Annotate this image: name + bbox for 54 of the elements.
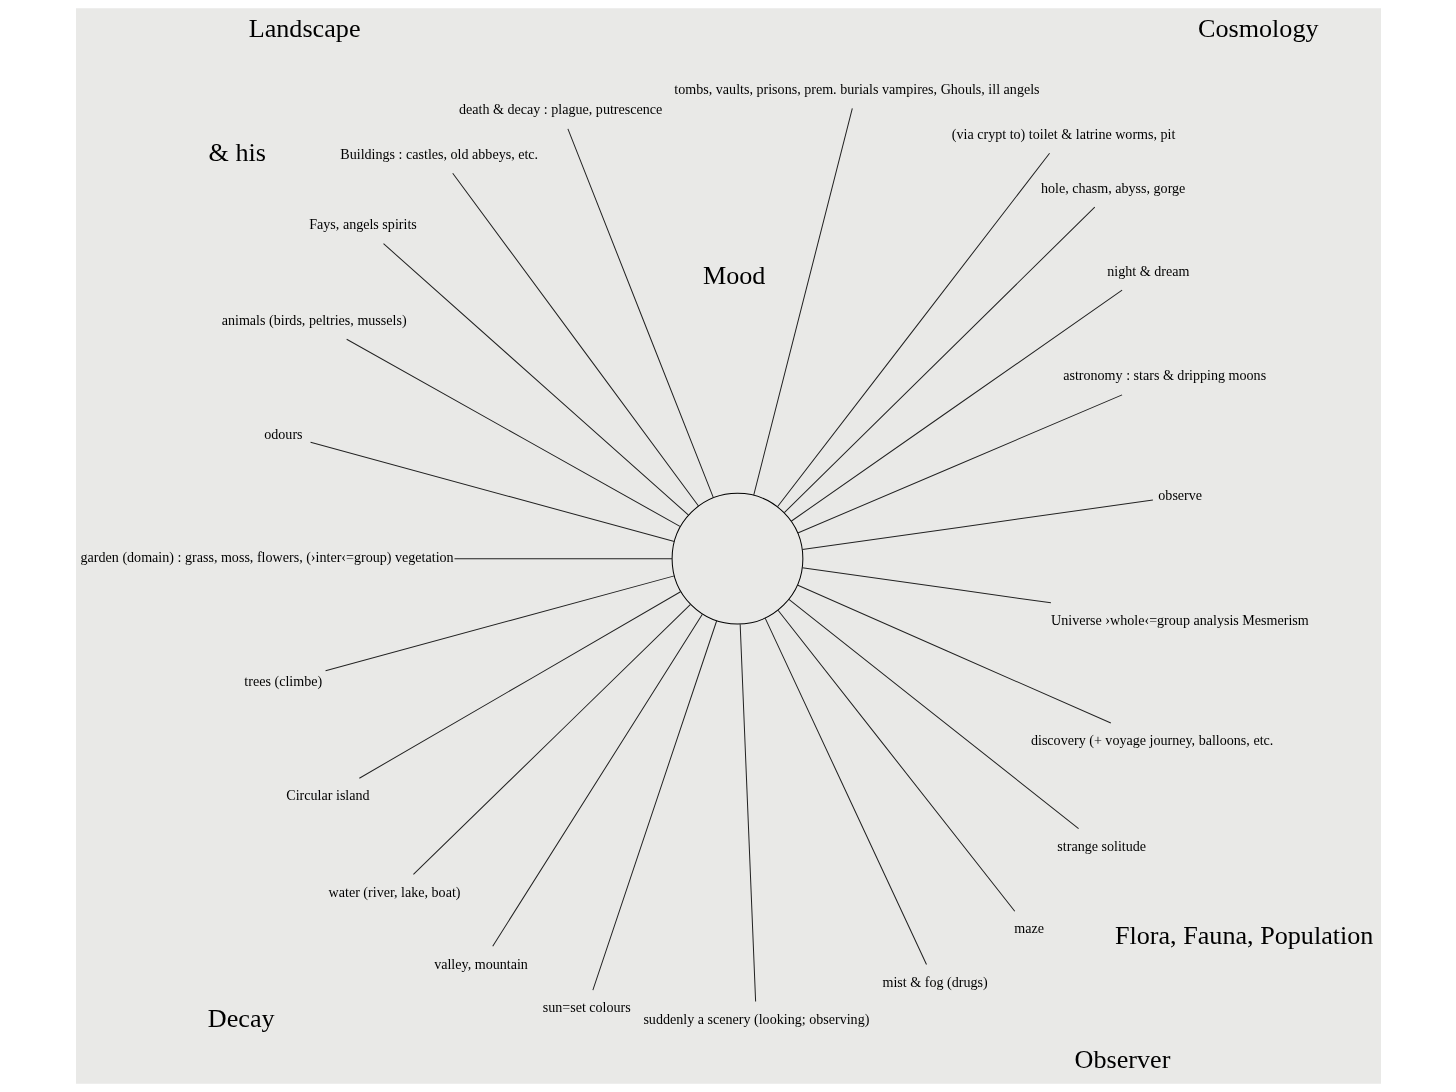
connector: [591, 620, 717, 991]
connector: [309, 441, 675, 542]
connector: [783, 206, 1095, 514]
connector: [764, 617, 927, 965]
connector: [801, 567, 1051, 604]
connector: [801, 499, 1153, 551]
connector: [358, 591, 681, 779]
connector: [787, 598, 1079, 830]
connector: [777, 609, 1015, 912]
node-circle: [671, 492, 803, 625]
node-text: suddenly a scenery (looking; observing): [642, 1010, 869, 1027]
node-text: water (river, lake, boat): [328, 883, 461, 900]
label: Landscape: [248, 13, 361, 43]
node-text: maze: [1013, 920, 1044, 937]
connector: [739, 623, 756, 1003]
connector: [790, 289, 1123, 522]
node-text: Buildings : castles, old abbeys, etc.: [339, 145, 538, 162]
node-text: night & dream: [1106, 262, 1189, 279]
node-text: strange solitude: [1056, 837, 1146, 854]
label: & his: [208, 137, 266, 167]
label: Cosmology: [1197, 13, 1319, 43]
connector: [324, 575, 675, 672]
connector: [451, 172, 699, 507]
node-text: observe: [1157, 486, 1202, 503]
node-text: discovery (+ voyage journey, balloons, etc.: [1030, 731, 1273, 748]
label: Flora, Fauna, Population: [1114, 921, 1373, 951]
node-text: (via crypt to) toilet & latrine worms, pit: [951, 125, 1175, 142]
node-text: tombs, vaults, prisons, prem. burials vampires, Ghouls, ill angels: [673, 80, 1040, 97]
node-text: Fays, angels spirits: [308, 216, 417, 233]
node-text: mist & fog (drugs): [881, 973, 988, 990]
connector: [412, 603, 691, 875]
node-text: garden (domain) : grass, moss, flowers, (›inter‹=group) vegetation: [80, 549, 454, 566]
label: Decay: [207, 1003, 275, 1033]
connector: [491, 613, 703, 947]
node-text: odours: [263, 425, 303, 442]
connector: [566, 128, 714, 499]
node-text: valley, mountain: [433, 955, 528, 972]
node-text: trees (climbe): [243, 672, 322, 689]
node-text: sun=set colours: [542, 999, 631, 1016]
connector: [382, 243, 689, 516]
node-text: death & decay : plague, putrescence: [458, 101, 662, 118]
node-text: Circular island: [285, 787, 370, 804]
label: Mood: [702, 261, 765, 291]
node-text: Universe ›whole‹=group analysis Mesmerism: [1050, 611, 1309, 628]
node-text: animals (birds, peltries, mussels): [221, 311, 407, 328]
node-text: astronomy : stars & dripping moons: [1062, 367, 1266, 384]
connector: [345, 338, 681, 528]
node-text: hole, chasm, abyss, gorge: [1040, 179, 1185, 196]
label: Observer: [1074, 1044, 1170, 1074]
connector: [752, 107, 853, 496]
connector: [776, 152, 1050, 508]
connector: [453, 558, 673, 560]
connector: [796, 584, 1111, 724]
connector: [796, 394, 1123, 534]
